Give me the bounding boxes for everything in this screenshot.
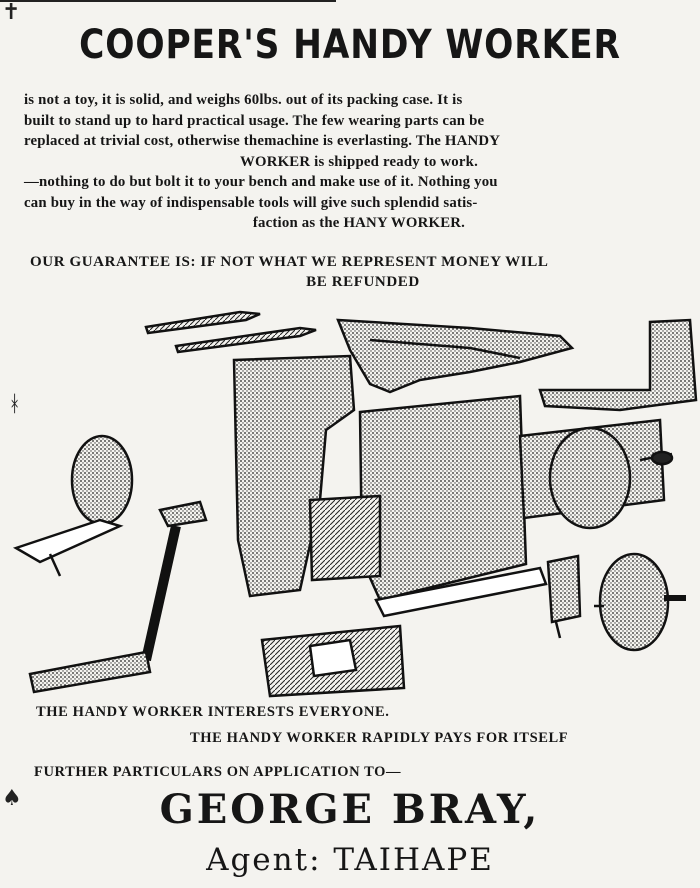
agent-name: GEORGE BRAY, [159,786,541,833]
vise-jaw [538,318,698,412]
anvil [336,318,575,394]
body-line: faction as the HANY WORKER. [252,215,466,231]
ink-mark: ᚼ [8,392,22,417]
ink-mark: ✝ [2,0,21,25]
punch-tool [144,310,261,335]
top-rule [0,0,336,2]
agent-location: Agent: TAIHAPE [206,842,494,878]
ink-mark: ♠ [2,786,22,811]
body-line: built to stand up to hard practical usag… [24,112,485,129]
guarantee-line: OUR GUARANTEE IS: IF NOT WHAT WE REPRESE… [30,254,549,270]
grinding-wheel [594,552,686,652]
particulars-line: FURTHER PARTICULARS ON APPLICATION TO— [34,764,402,780]
grinder-attachment [12,434,134,577]
body-line: can buy in the way of indispensable tool… [24,194,478,211]
crank-handle [28,500,208,694]
body-line: is not a toy, it is solid, and weighs 60… [24,92,463,108]
body-line: WORKER is shipped ready to work. [240,153,478,170]
headline: COOPER'S HANDY WORKER [79,22,621,68]
machine-body [232,354,674,618]
clamp-piece [546,554,582,639]
pays-line: THE HANDY WORKER RAPIDLY PAYS FOR ITSELF [190,730,569,746]
body-line: —nothing to do but bolt it to your bench… [24,174,498,190]
guarantee-line: BE REFUNDED [306,274,420,290]
guarantee: OUR GUARANTEE IS: IF NOT WHAT WE REPRESE… [30,252,696,292]
body-copy: is not a toy, it is solid, and weighs 60… [24,90,694,234]
chisel-tool [174,326,317,354]
machine-illustration [12,310,698,698]
drill-chuck [260,624,406,698]
interests-line: THE HANDY WORKER INTERESTS EVERYONE. [36,704,390,720]
body-line: replaced at trivial cost, otherwise them… [24,133,501,149]
